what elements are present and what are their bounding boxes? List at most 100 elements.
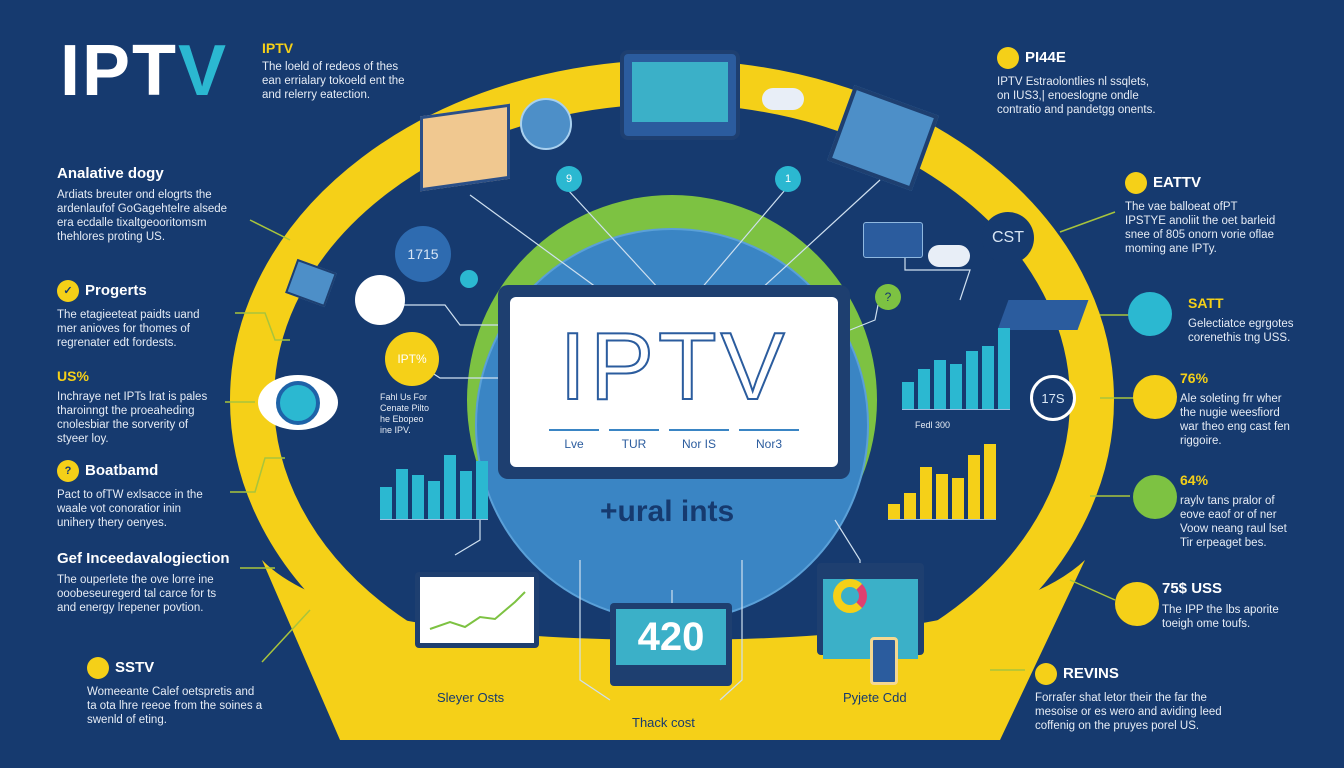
bar bbox=[950, 364, 962, 409]
set-top-box-icon bbox=[997, 300, 1089, 330]
line: The loeld of redeos of thes bbox=[262, 61, 399, 73]
right-section-5: 75$ USS The IPP the lbs aporite toeigh ome… bbox=[1162, 580, 1344, 631]
body-line: contratio and pandetgg onents. bbox=[997, 104, 1156, 116]
bar bbox=[412, 475, 424, 519]
section-title-text: Boatbamd bbox=[85, 461, 159, 479]
left-bar-chart bbox=[380, 440, 488, 520]
line: he Ebopeo bbox=[380, 414, 424, 424]
tab-noris[interactable]: Nor IS bbox=[669, 429, 729, 451]
body-line: mesoise or es wero and aviding leed bbox=[1035, 706, 1222, 718]
node-cst: CST bbox=[982, 212, 1034, 264]
body-line: regrenater edt fordests. bbox=[57, 337, 177, 349]
line: Cenate Pilto bbox=[380, 403, 430, 413]
section-title: US% bbox=[57, 368, 317, 384]
section-title: Gef Inceedavalogiection bbox=[57, 550, 317, 567]
body-line: and energy lrepener povtion. bbox=[57, 602, 204, 614]
body-line: Ardiats breuter ond elogrts the bbox=[57, 189, 212, 201]
body-line: era ecdalle tixaltgeooritomsm bbox=[57, 217, 207, 229]
chart-caption: Fedl 300 bbox=[915, 420, 951, 430]
phone-icon bbox=[870, 637, 898, 685]
tab-live[interactable]: Lve bbox=[549, 429, 599, 451]
bottom-center-label: Thack cost bbox=[632, 715, 695, 730]
bar bbox=[982, 346, 994, 409]
bar bbox=[396, 469, 408, 519]
central-tv: IPTV Lve TUR Nor IS Nor3 bbox=[498, 285, 850, 479]
body-line: Tir erpeaget bes. bbox=[1180, 537, 1267, 549]
section-title-text: Analative dogy bbox=[57, 165, 164, 182]
bar bbox=[902, 382, 914, 409]
monitor-screen bbox=[420, 577, 534, 643]
node-dot bbox=[460, 270, 478, 288]
body-line: waale vot conoratior inin bbox=[57, 503, 182, 515]
section-title: ? Boatbamd bbox=[57, 460, 317, 482]
body-line: war theo eng cast fen bbox=[1180, 421, 1290, 433]
bar bbox=[444, 455, 456, 519]
logo-text: IPT bbox=[60, 31, 179, 111]
section-title-text: 76% bbox=[1180, 370, 1209, 386]
body-line: Womeeante Calef oetspretis and bbox=[87, 686, 255, 698]
chat-bubble-icon bbox=[355, 275, 405, 325]
donut-chart-icon bbox=[833, 579, 867, 613]
body-line: ta ota lhre reeoe from the soines a bbox=[87, 700, 263, 712]
dashboard-screen bbox=[823, 579, 918, 659]
bottom-right-label: Pyjete Cdd bbox=[843, 690, 907, 705]
line: ean errialary tokoeld ent the bbox=[262, 75, 405, 87]
section-title-text: 64% bbox=[1180, 472, 1209, 488]
yellow-bar-chart bbox=[888, 444, 996, 520]
section-title-text: PI44E bbox=[1025, 48, 1066, 66]
body-line: The IPP the lbs aporite bbox=[1162, 604, 1279, 616]
cloud-icon-2 bbox=[928, 245, 970, 267]
right-section-icon bbox=[1133, 375, 1177, 419]
tv-tabs: Lve TUR Nor IS Nor3 bbox=[510, 429, 838, 451]
section-title-text: 75$ USS bbox=[1162, 580, 1223, 597]
pupil bbox=[276, 380, 320, 425]
bottom-left-label: Sleyer Osts bbox=[437, 690, 505, 705]
bar bbox=[936, 474, 948, 519]
body-line: Ale soleting frr wher bbox=[1180, 393, 1282, 405]
right-section-0: PI44E IPTV Estraolontlies nl ssqlets,on I… bbox=[997, 47, 1227, 117]
section-title-text: SSTV bbox=[115, 658, 155, 676]
body-line: Voow neang raul lset bbox=[1180, 523, 1287, 535]
body-line: cnolesbiar the sorverity of bbox=[57, 419, 189, 431]
tab-nor3[interactable]: Nor3 bbox=[739, 429, 799, 451]
body-line: eove eaof or of ner bbox=[1180, 509, 1277, 521]
body-line: IPTV Estraolontlies nl ssqlets, bbox=[997, 76, 1150, 88]
globe-icon bbox=[520, 98, 572, 150]
node-ipt-percent: IPT% bbox=[385, 332, 439, 386]
bar bbox=[476, 461, 488, 519]
badge-icon bbox=[1125, 172, 1147, 194]
tab-tur[interactable]: TUR bbox=[609, 429, 659, 451]
body-line: toeigh ome toufs. bbox=[1162, 618, 1251, 630]
body-line: the nugie weesfiord bbox=[1180, 407, 1280, 419]
section-body: IPTV Estraolontlies nl ssqlets,on IUS3,|… bbox=[997, 75, 1227, 117]
section-title-text: EATTV bbox=[1153, 173, 1202, 191]
body-line: coffenig on the pruyes porel US. bbox=[1035, 720, 1200, 732]
central-subtitle: +ural ints bbox=[600, 495, 735, 528]
bar bbox=[918, 368, 930, 409]
body-line: The etagieeteat paidts uand bbox=[57, 309, 200, 321]
section-title: Analative dogy bbox=[57, 165, 317, 182]
section-title: 76% bbox=[1180, 370, 1344, 386]
world-map-monitor-icon bbox=[620, 50, 740, 140]
section-body: Ale soleting frr wher the nugie weesfiord… bbox=[1180, 392, 1344, 448]
node-9: 9 bbox=[556, 166, 582, 192]
info-icon: ? bbox=[57, 460, 79, 482]
bar bbox=[904, 492, 916, 519]
node-1: 1 bbox=[775, 166, 801, 192]
body-line: styeer loy. bbox=[57, 433, 109, 445]
bar bbox=[920, 466, 932, 519]
section-title: 64% bbox=[1180, 472, 1344, 488]
section-title: EATTV bbox=[1125, 172, 1344, 194]
